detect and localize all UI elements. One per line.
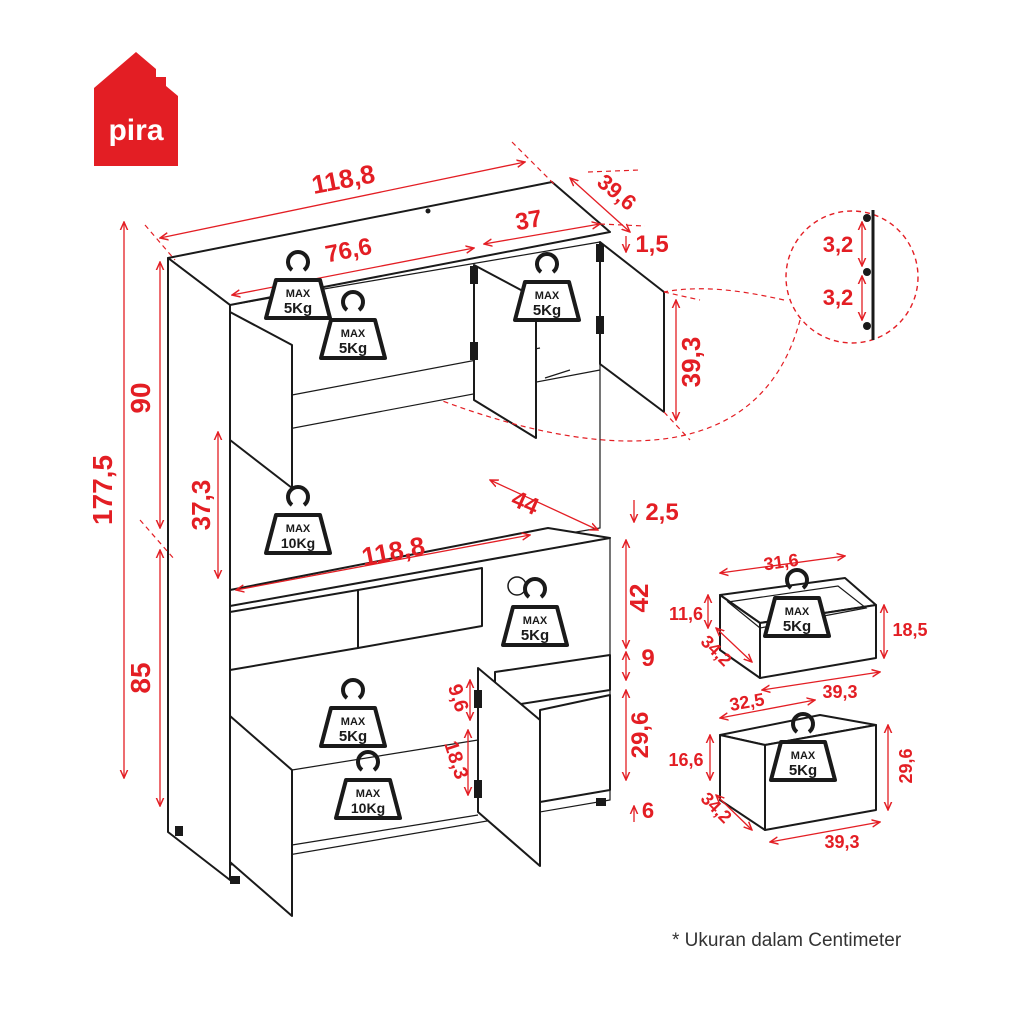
drawer-large-height: 16,6 (668, 750, 703, 770)
lower-mid-door (477, 667, 541, 867)
svg-text:MAX: MAX (286, 523, 311, 535)
upper-left-door (229, 311, 293, 489)
drawer-small-front-height: 18,5 (892, 620, 927, 640)
svg-text:MAX: MAX (535, 290, 560, 302)
dim-top-width: 118,8 (309, 158, 377, 200)
weight-icon: MAX 5Kg (264, 250, 332, 320)
svg-text:MAX: MAX (785, 606, 810, 618)
drawer-large-front-height: 29,6 (896, 748, 916, 783)
svg-text:MAX: MAX (341, 328, 366, 340)
dim-open-cubby-height: 42 (624, 584, 654, 613)
svg-text:5Kg: 5Kg (783, 618, 811, 635)
weight-icon: MAX 5Kg (513, 252, 581, 322)
drawer-small-height: 11,6 (669, 604, 703, 624)
dim-drawer-band: 9 (641, 645, 654, 672)
weight-icon: MAX 5Kg (501, 577, 569, 647)
dim-top-thickness: 1,5 (635, 231, 668, 258)
svg-text:10Kg: 10Kg (351, 800, 385, 816)
dimension-lines (124, 141, 888, 842)
dim-shelf-gap-b: 18,3 (439, 738, 472, 782)
brand-logo: pira (94, 52, 178, 166)
dim-counter-thickness: 2,5 (645, 499, 678, 526)
svg-text:5Kg: 5Kg (789, 762, 817, 779)
svg-text:5Kg: 5Kg (521, 627, 549, 644)
drawer-large-width: 32,5 (728, 689, 766, 715)
dim-leg-height: 6 (642, 798, 654, 823)
dim-hole-spacing-a: 3,2 (823, 232, 854, 257)
svg-text:5Kg: 5Kg (533, 302, 561, 319)
weight-badges: MAX 5Kg MAX 5Kg MAX 5Kg MAX 10Kg MAX 5Kg… (264, 250, 837, 820)
svg-text:10Kg: 10Kg (281, 535, 315, 551)
weight-icon: MAX 10Kg (264, 485, 332, 555)
dim-upper-door-height: 39,3 (676, 337, 706, 388)
weight-icon: MAX 5Kg (319, 290, 387, 360)
drawer-small-front-width: 39,3 (822, 682, 857, 702)
dim-top-depth: 39,6 (592, 169, 641, 216)
cabinet-left-side (167, 257, 231, 881)
dim-upper-side-width: 37 (513, 205, 544, 236)
svg-text:5Kg: 5Kg (284, 300, 312, 317)
unit-note: * Ukuran dalam Centimeter (672, 930, 902, 951)
brand-name: pira (108, 114, 163, 147)
dim-total-height: 177,5 (87, 455, 118, 525)
drawer-right-bottom (539, 694, 611, 803)
weight-icon: MAX 5Kg (769, 712, 837, 782)
svg-text:MAX: MAX (356, 788, 381, 800)
svg-text:5Kg: 5Kg (339, 728, 367, 745)
lower-left-door (229, 715, 293, 917)
hole-spacing-detail (439, 210, 919, 442)
dim-lower-height: 85 (125, 662, 156, 693)
dim-hole-spacing-b: 3,2 (823, 285, 854, 310)
svg-text:5Kg: 5Kg (339, 340, 367, 357)
dim-upper-height: 90 (125, 382, 156, 413)
dim-lower-door-height: 29,6 (627, 712, 654, 759)
svg-text:MAX: MAX (791, 750, 816, 762)
dim-hutch-opening: 37,3 (186, 480, 216, 531)
svg-text:MAX: MAX (286, 288, 311, 300)
weight-icon: MAX 5Kg (319, 678, 387, 748)
dim-shelf-gap-a: 9,6 (443, 682, 473, 715)
svg-text:MAX: MAX (523, 615, 548, 627)
upper-right-door (599, 241, 665, 413)
weight-icon: MAX 5Kg (763, 568, 831, 638)
weight-icon: MAX 10Kg (334, 750, 402, 820)
drawer-large-front-width: 39,3 (824, 832, 859, 852)
svg-text:MAX: MAX (341, 716, 366, 728)
